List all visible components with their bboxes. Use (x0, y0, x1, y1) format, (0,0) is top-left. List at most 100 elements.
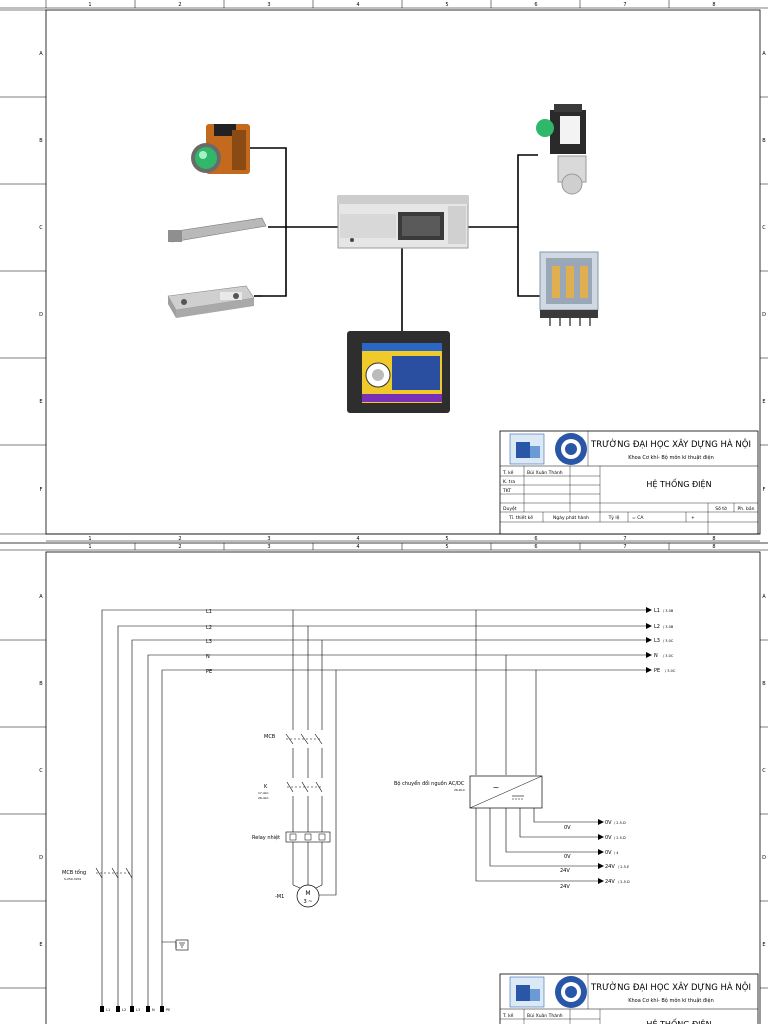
col-label: 1 (88, 2, 91, 8)
bus-target-l3: L3 (654, 638, 660, 644)
contactor-label: K (264, 784, 268, 790)
col-label: 8 (712, 2, 715, 8)
col-label: 4 (356, 536, 359, 542)
bus-label-l3: L3 (206, 639, 212, 645)
col-label: 1 (88, 536, 91, 542)
col-label: 5 (445, 536, 448, 542)
col-label: 4 (356, 2, 359, 8)
row-label: B (762, 681, 766, 687)
title-block-2: TRƯỜNG ĐẠI HỌC XÂY DỰNG HÀ NỘI Khoa Cơ k… (499, 973, 759, 1024)
plc-image (337, 195, 469, 249)
output-name: 0V (605, 850, 612, 856)
designer-name: Bùi Xuân Thành (527, 469, 563, 476)
row-label: C (762, 225, 766, 231)
converter-wiring (475, 610, 598, 882)
drawing-frame-2 (45, 551, 761, 1024)
bus-ref-pe: / 3.0C (665, 669, 676, 673)
wire-label: 24V (560, 884, 570, 890)
bus-lines (101, 609, 646, 1010)
right-ruler-1: A B C D E F (760, 51, 768, 493)
row-label: F (763, 487, 766, 493)
col-label: 7 (623, 544, 626, 550)
motor-symbol: M 3 ~ (296, 884, 320, 908)
bus-arrows (646, 607, 652, 673)
version-label: Ph. bản (738, 505, 755, 512)
terminal-label: L2 (122, 1008, 126, 1012)
col-label: 2 (178, 2, 181, 8)
col-label: 3 (267, 536, 270, 542)
bus-target-pe: PE (654, 668, 660, 674)
university-logo (509, 433, 545, 465)
bus-label-n: N (206, 654, 210, 660)
mcb-label: MCB (264, 734, 276, 740)
row-label: C (39, 768, 43, 774)
col-label: 2 (178, 544, 181, 550)
motor-phase: 3 ~ (304, 899, 313, 905)
sheet-no-label: Số tờ (715, 505, 727, 512)
row-label: A (39, 594, 43, 600)
bus-left-labels: L1 L2 L3 N PE (206, 609, 212, 675)
row-label: F (40, 487, 43, 493)
tkt-label: TKT (502, 488, 511, 494)
row-label: D (39, 855, 43, 861)
col-label: 6 (534, 536, 537, 542)
faculty-logo (555, 433, 587, 465)
designer-label: T. kế (502, 1012, 514, 1019)
col-label: 7 (623, 2, 626, 8)
thermal-relay-symbol (285, 831, 331, 843)
bottom-ruler-1: 1 2 3 4 5 6 7 8 (46, 533, 760, 542)
school-name: TRƯỜNG ĐẠI HỌC XÂY DỰNG HÀ NỘI (590, 981, 751, 993)
bus-ref-l2: / 3.0B (663, 625, 674, 629)
design-ref-label: Tỉ. thiết kế (508, 514, 533, 521)
motor-label: -M1 (275, 894, 284, 900)
col-label: 7 (623, 536, 626, 542)
converter-symbol: ~ (469, 775, 543, 809)
output-name: 24V (605, 864, 615, 870)
terminal-label: N (152, 1008, 155, 1012)
relay-image (539, 251, 599, 326)
mid-wire-labels: 0V 0V 24V 24V (560, 825, 571, 890)
solenoid-valve-image (536, 104, 587, 195)
right-ruler-2: A B C D E (760, 594, 768, 989)
wire-label: 0V (564, 825, 571, 831)
drawing-title: HỆ THỐNG ĐIỆN (646, 477, 711, 490)
scale-value: = CA (632, 515, 644, 521)
page-2: 1 2 3 4 5 6 7 8 A B C D E (0, 542, 768, 1024)
motor-text: M (305, 890, 310, 897)
col-label: 5 (445, 2, 448, 8)
main-mcb-symbol (95, 867, 133, 879)
checker-label: K. tra (503, 479, 515, 485)
school-name: TRƯỜNG ĐẠI HỌC XÂY DỰNG HÀ NỘI (590, 438, 751, 450)
col-label: 3 (267, 544, 270, 550)
output-ref: / 2.5.D (614, 836, 626, 840)
col-label: 6 (534, 2, 537, 8)
terminal-label: PE (166, 1008, 170, 1012)
faculty-logo (555, 976, 587, 1008)
left-ruler-1: A B C D E F (0, 9, 46, 535)
wire-label: 24V (560, 868, 570, 874)
scale-label: Tỷ lệ (608, 514, 620, 521)
wire-label: 0V (564, 854, 571, 860)
main-mcb-label: MCB tổng (62, 869, 86, 876)
col-label: 6 (534, 544, 537, 550)
motor-branch-wiring (292, 610, 337, 896)
row-label: B (39, 138, 43, 144)
row-label: A (762, 594, 766, 600)
row-label: E (39, 942, 42, 948)
left-ruler-2: A B C D E (0, 594, 46, 989)
bus-label-l2: L2 (206, 625, 212, 631)
col-label: 8 (712, 544, 715, 550)
page-1: 1 2 3 4 5 6 7 8 A B C D E F (0, 0, 768, 542)
designer-label: T. kế (502, 469, 514, 476)
bus-label-pe: PE (206, 669, 212, 675)
faculty-name: Khoa Cơ khí- Bộ môn kĩ thuật điện (628, 454, 714, 461)
col-label: 3 (267, 2, 270, 8)
top-ruler-1: 1 2 3 4 5 6 7 8 (45, 0, 716, 8)
contactor-symbol (286, 781, 323, 793)
top-ruler-2: 1 2 3 4 5 6 7 8 (88, 543, 716, 550)
row-label: D (762, 855, 766, 861)
output-arrows (598, 819, 604, 884)
row-label: E (39, 399, 42, 405)
row-label: E (762, 399, 765, 405)
terminal-label: L1 (106, 1008, 110, 1012)
